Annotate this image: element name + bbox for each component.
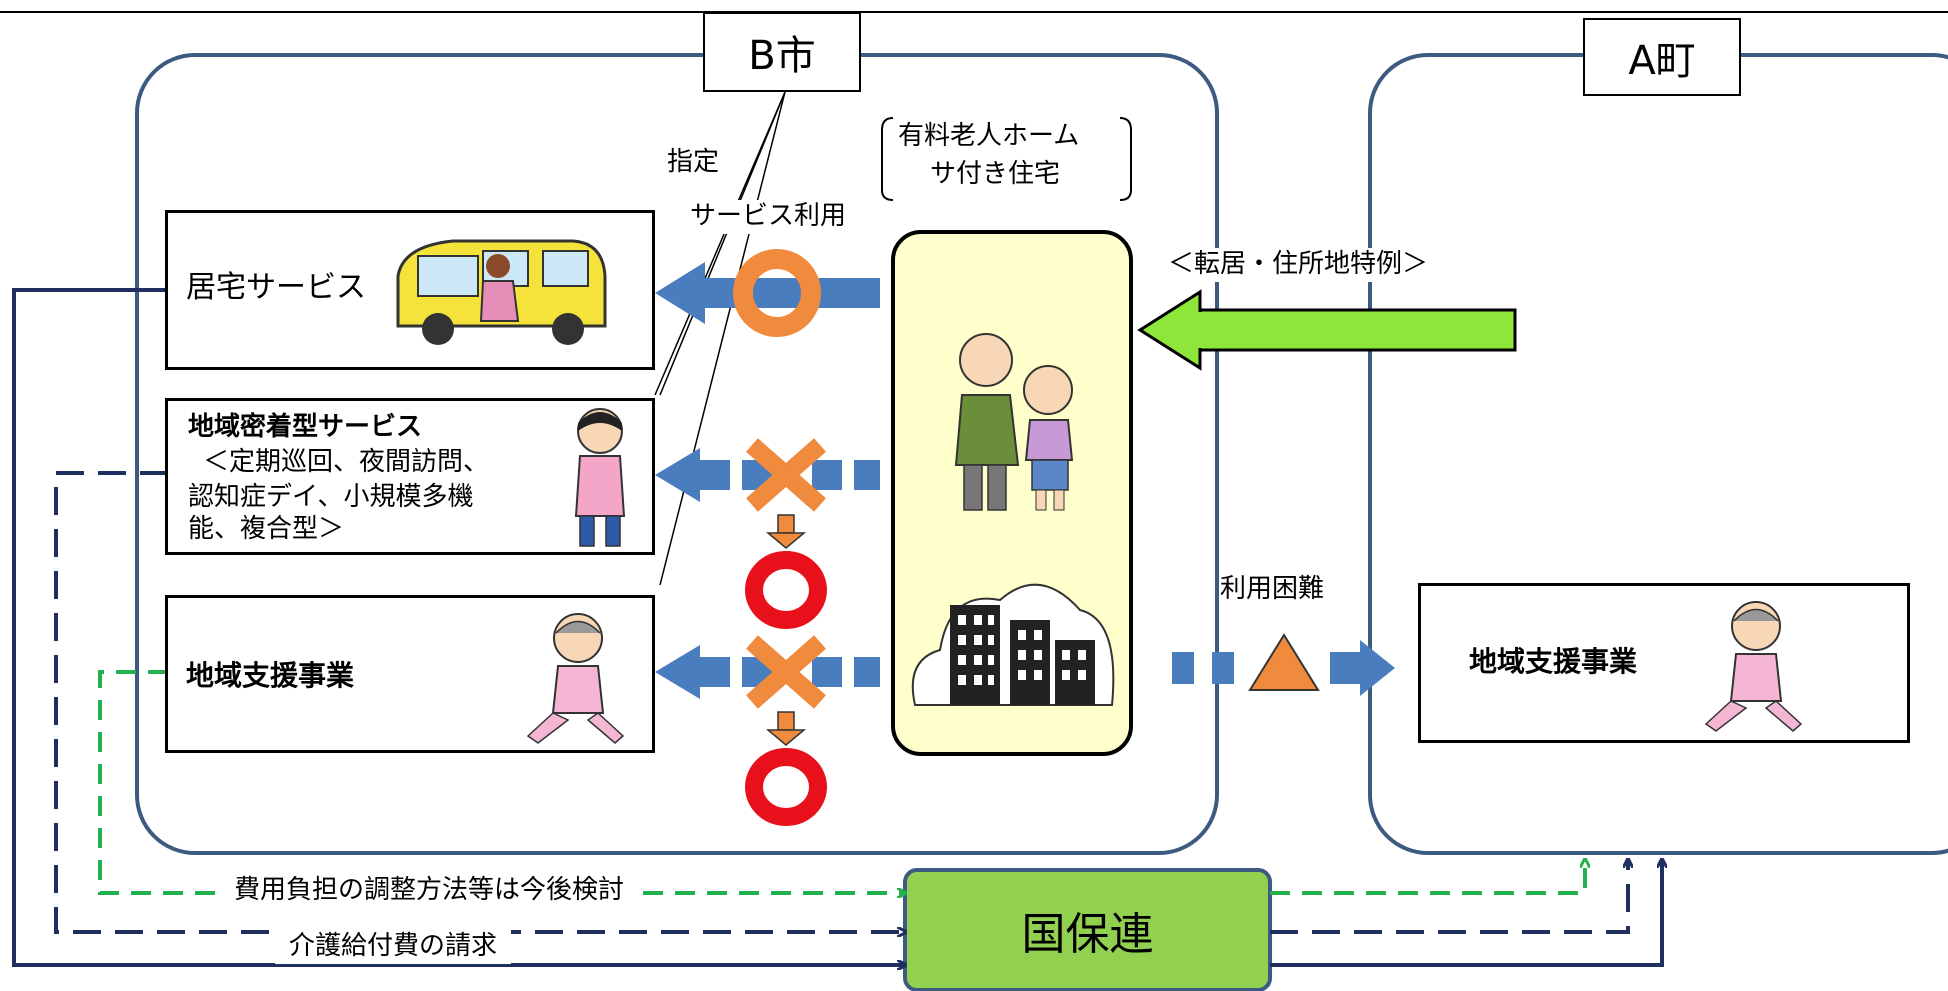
city-b-title: B市	[703, 12, 861, 92]
community-service-line1: ＜定期巡回、夜間訪問、	[203, 447, 490, 477]
town-a-title-text: A町	[1628, 38, 1696, 84]
ok-circle-red-1	[745, 551, 827, 629]
service-use-label: サービス利用	[690, 200, 847, 234]
kokuhoren-to-a-navy-dashed	[1270, 860, 1628, 934]
support-project-arrow	[655, 645, 880, 699]
warning-triangle	[1248, 633, 1320, 691]
kokuhoren-to-a-green	[1270, 860, 1585, 895]
ng-cross-1	[746, 438, 826, 512]
community-service-title: 地域密着型サービス	[188, 412, 423, 442]
town-a-title: A町	[1583, 18, 1741, 96]
welfare-van-illustration	[396, 239, 607, 345]
home-service-box: 居宅サービス	[165, 210, 655, 370]
community-service-line2: 認知症デイ、小規模多機	[188, 482, 474, 512]
ok-circle-orange	[733, 249, 821, 337]
facility-label-line1: 有料老人ホーム	[898, 121, 1080, 151]
community-service-arrow	[655, 448, 880, 502]
facility-bracket-right	[1119, 117, 1132, 201]
caregiver-illustration	[574, 408, 626, 547]
support-project-box-b: 地域支援事業	[165, 595, 655, 753]
difficult-use-label: 利用困難	[1220, 573, 1325, 607]
facility-label-line2: サ付き住宅	[930, 159, 1061, 189]
community-service-line3: 能、複合型＞	[188, 514, 345, 544]
home-service-claim-line	[12, 288, 905, 965]
support-project-label-a: 地域支援事業	[1469, 645, 1638, 678]
city-b-frame	[135, 53, 1219, 855]
facility-bracket-left	[881, 117, 894, 201]
community-service-box: 地域密着型サービス ＜定期巡回、夜間訪問、 認知症デイ、小規模多機 能、複合型＞	[165, 398, 655, 555]
ng-cross-2	[746, 635, 826, 709]
designation-label: 指定	[667, 147, 720, 177]
down-arrow-2	[765, 711, 807, 746]
community-claim-line	[54, 471, 905, 932]
down-arrow-1	[765, 514, 807, 549]
exercise-elderly-illustration-a	[1704, 601, 1803, 732]
support-project-label-b: 地域支援事業	[186, 659, 355, 692]
building-illustration	[911, 583, 1115, 706]
kokuhoren-label-wrap: 国保連	[905, 870, 1270, 990]
ok-circle-red-2	[745, 748, 827, 826]
city-b-title-text: B市	[748, 33, 816, 79]
exercise-elderly-illustration-b	[526, 613, 625, 744]
difficult-use-arrow	[1172, 640, 1395, 696]
relocation-arrow	[1137, 289, 1517, 371]
cost-note-label: 費用負担の調整方法等は今後検討	[226, 874, 633, 908]
home-service-label: 居宅サービス	[186, 270, 366, 305]
home-service-arrow	[655, 262, 880, 324]
claim-note-label: 介護給付費の請求	[275, 930, 512, 964]
relocation-label: ＜転居・住所地特例＞	[1168, 248, 1429, 282]
designation-lines	[654, 91, 786, 586]
support-project-box-a: 地域支援事業	[1418, 583, 1910, 743]
kokuhoren-label: 国保連	[1021, 909, 1154, 960]
elderly-couple-illustration	[954, 333, 1074, 511]
kokuhoren-to-a-navy-solid	[1270, 860, 1662, 967]
